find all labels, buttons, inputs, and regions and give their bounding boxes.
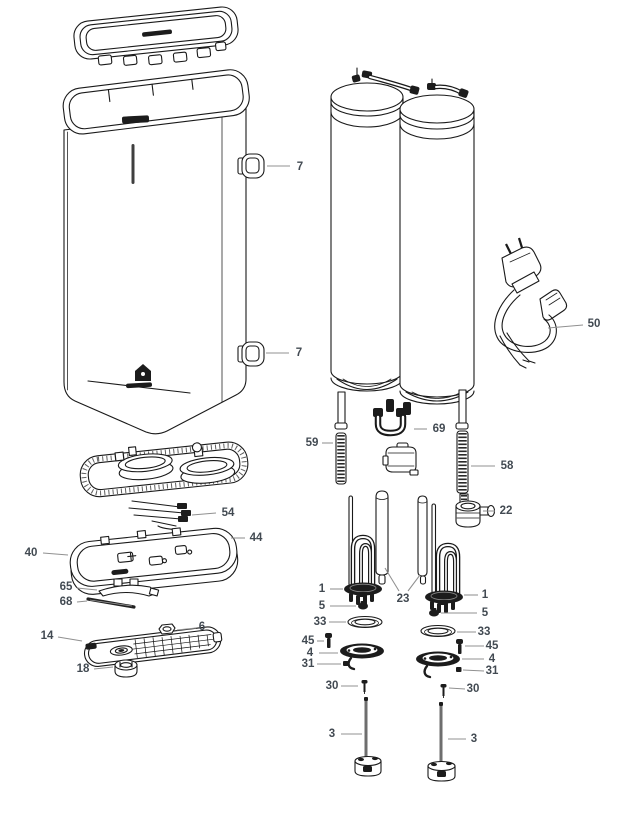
leader-line bbox=[462, 669, 485, 672]
dip-tube-right bbox=[417, 495, 428, 585]
leader-line bbox=[384, 567, 400, 592]
anode-screw-45-left bbox=[325, 633, 332, 648]
strip-68 bbox=[86, 597, 136, 609]
part-number-label: 4 bbox=[307, 647, 314, 659]
part-number-label: 18 bbox=[77, 663, 90, 675]
part-number-label: 3 bbox=[471, 733, 477, 745]
part-number-label: 58 bbox=[501, 460, 514, 472]
base-housing bbox=[69, 527, 239, 595]
part-number-label: 44 bbox=[250, 532, 263, 544]
part-number-label: 31 bbox=[302, 658, 315, 670]
part-number-label: 68 bbox=[60, 596, 73, 608]
part-number-label: 5 bbox=[482, 607, 489, 619]
tank-top-pipes bbox=[351, 67, 469, 98]
part-number-label: 65 bbox=[60, 581, 73, 593]
part-number-label: 45 bbox=[302, 635, 315, 647]
power-cord bbox=[494, 237, 568, 369]
flange-4-left bbox=[340, 643, 384, 671]
leader-line bbox=[176, 627, 197, 631]
flange-4-right bbox=[416, 651, 460, 679]
leader-line bbox=[191, 512, 217, 516]
dip-tube-left bbox=[375, 490, 389, 585]
part-number-label: 22 bbox=[500, 505, 513, 517]
wall-bracket-upper bbox=[237, 153, 265, 179]
part-number-label: 1 bbox=[482, 589, 489, 601]
inner-tank-left bbox=[330, 82, 404, 392]
threaded-stud-58 bbox=[456, 430, 469, 494]
leader-line bbox=[547, 324, 584, 329]
support-tray bbox=[79, 441, 249, 498]
front-indicator-slot bbox=[131, 144, 135, 184]
part-number-label: 33 bbox=[478, 626, 491, 638]
u-pipe-69 bbox=[373, 408, 407, 437]
anode-rod-3-left bbox=[354, 697, 382, 777]
main-casing bbox=[62, 69, 250, 435]
part-number-label: 54 bbox=[222, 507, 235, 519]
tank-bottom-fittings bbox=[334, 389, 469, 430]
leader-line bbox=[407, 574, 421, 592]
wall-bracket-lower bbox=[237, 341, 265, 367]
part-number-label: 30 bbox=[467, 683, 480, 695]
bracket-65 bbox=[98, 578, 160, 597]
part-number-label: 23 bbox=[397, 593, 410, 605]
part-number-label: 33 bbox=[314, 616, 327, 628]
part-number-label: 50 bbox=[588, 318, 601, 330]
part-number-label: 1 bbox=[319, 583, 326, 595]
gasket-33-left bbox=[347, 615, 383, 629]
brand-logo-dot bbox=[141, 372, 145, 376]
part-number-label: 30 bbox=[326, 680, 339, 692]
screw-30-left bbox=[361, 680, 368, 694]
part-number-label: 6 bbox=[199, 621, 205, 633]
leader-line bbox=[93, 666, 114, 670]
screw-31-left bbox=[343, 661, 349, 666]
plug-5-left bbox=[358, 601, 368, 610]
anode-screw-45-right bbox=[456, 639, 463, 654]
leader-line bbox=[57, 636, 83, 642]
leader-line bbox=[76, 600, 88, 603]
wiring-harness bbox=[128, 500, 191, 532]
part-number-label: 40 bbox=[25, 547, 38, 559]
screw-31-right bbox=[456, 667, 462, 672]
bottom-wordmark-icon bbox=[126, 382, 153, 389]
part-number-label: 4 bbox=[489, 653, 496, 665]
plug-5-right bbox=[429, 608, 439, 617]
nut-6 bbox=[158, 623, 176, 635]
casing-rim bbox=[62, 69, 250, 135]
bottom-cover bbox=[83, 626, 223, 668]
inner-tank-right bbox=[399, 94, 475, 405]
part-number-label: 3 bbox=[329, 728, 335, 740]
part-number-label: 45 bbox=[486, 640, 499, 652]
top-cover bbox=[73, 6, 239, 66]
top-cover-wordmark-icon bbox=[142, 29, 172, 37]
screw-30-right bbox=[440, 684, 447, 698]
leader-line bbox=[448, 687, 466, 690]
part-number-label: 7 bbox=[297, 161, 303, 173]
part-number-label: 31 bbox=[486, 665, 499, 677]
part-number-label: 14 bbox=[41, 630, 54, 642]
cover-clips bbox=[97, 41, 227, 66]
part-number-label: 5 bbox=[319, 600, 326, 612]
anode-rod-3-right bbox=[427, 702, 456, 782]
cap-18 bbox=[114, 659, 138, 678]
gasket-33-right bbox=[420, 624, 456, 638]
leader-line bbox=[42, 552, 69, 556]
part-number-label: 59 bbox=[306, 437, 319, 449]
leader-line bbox=[76, 587, 98, 591]
part-number-label: 69 bbox=[433, 423, 446, 435]
heating-element-right bbox=[425, 503, 463, 613]
part-number-label: 7 bbox=[296, 347, 302, 359]
front-wordmark-icon bbox=[121, 115, 150, 124]
threaded-stud-59 bbox=[335, 432, 347, 485]
pipe-clamp bbox=[382, 442, 419, 476]
